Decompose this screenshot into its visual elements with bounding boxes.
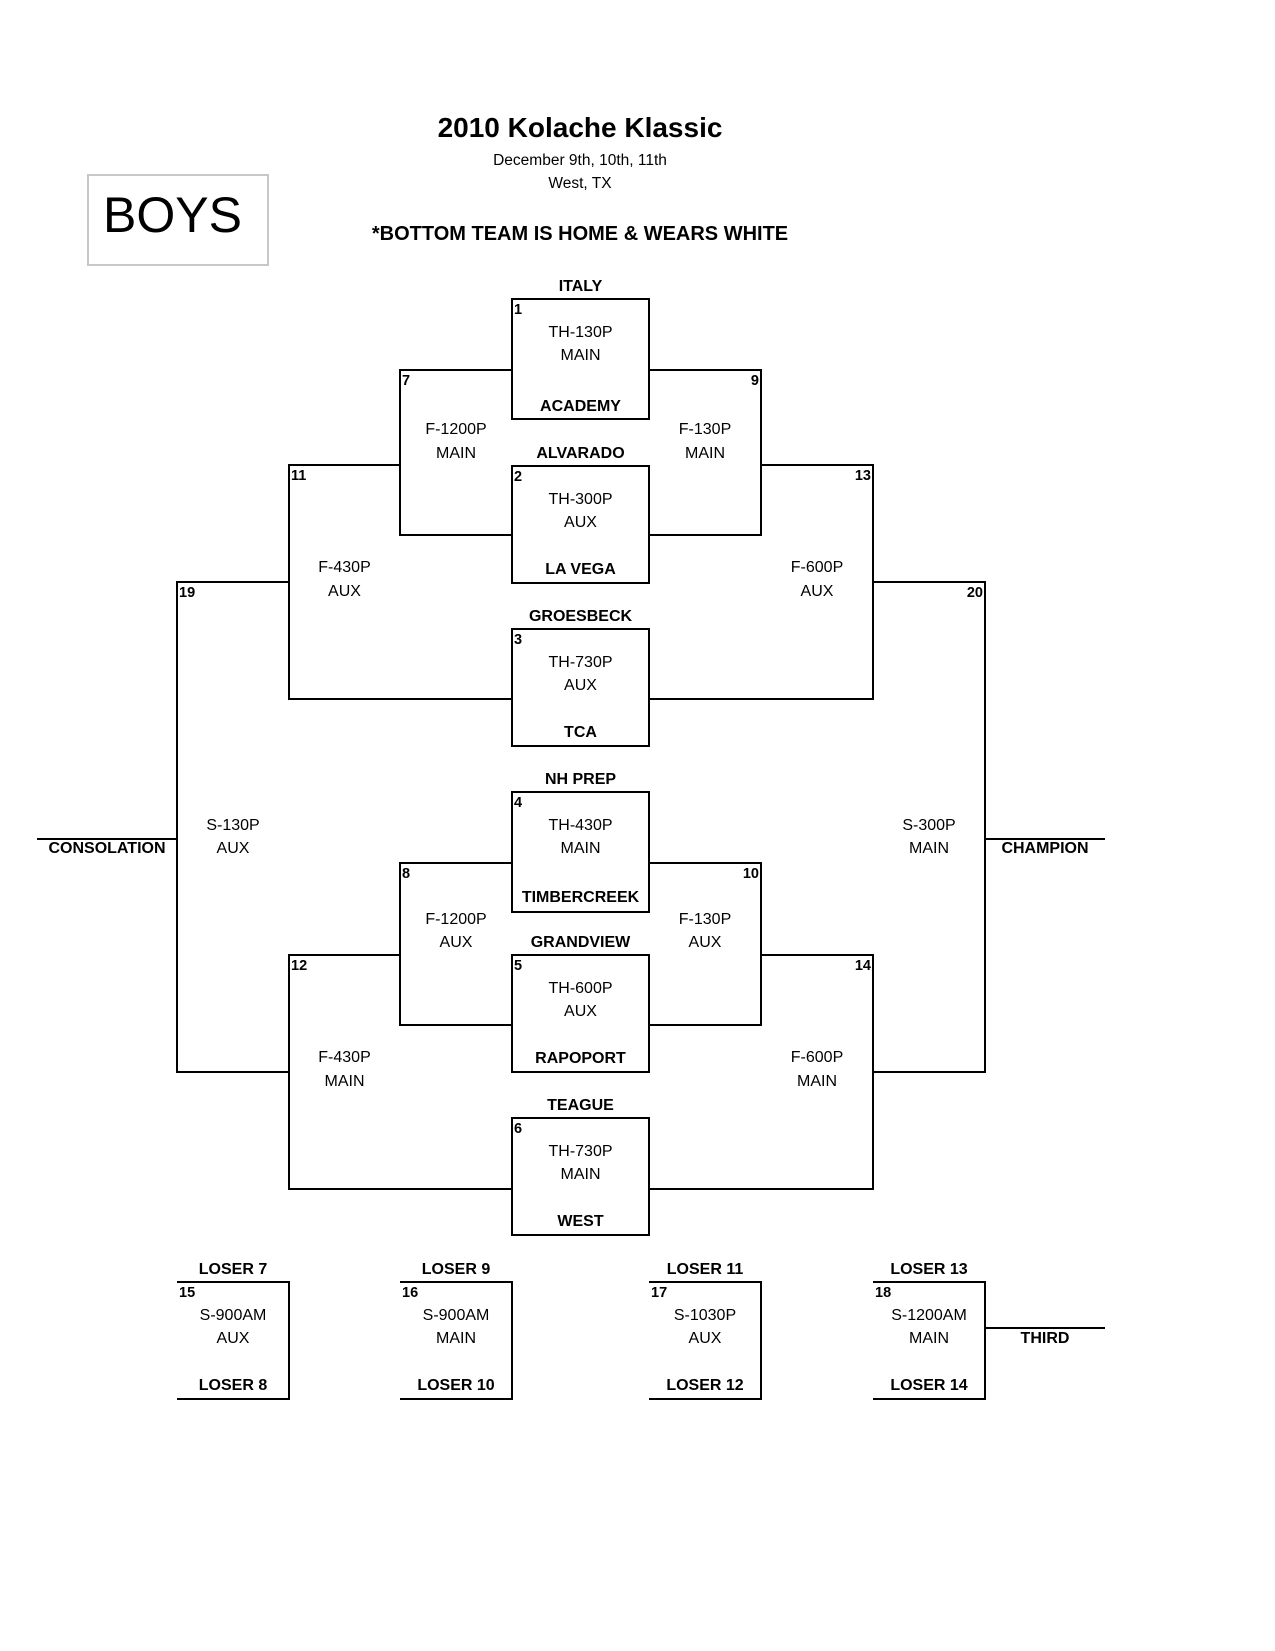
game-time: TH-600P [548,980,613,997]
champion-label: CHAMPION [1001,840,1089,857]
team-label: LOSER 12 [666,1377,744,1394]
game-court: MAIN [685,445,725,462]
game-time: S-130P [206,817,260,834]
game-number: 14 [854,958,871,974]
game-time: F-600P [790,1049,844,1066]
team-label: GROESBECK [528,608,633,625]
game-time: S-1200AM [891,1307,967,1324]
game-number: 15 [179,1285,196,1301]
game-court: AUX [688,1330,722,1347]
team-label: LOSER 10 [417,1377,495,1394]
game-court: MAIN [436,445,476,462]
game-number: 18 [875,1285,892,1301]
team-label: ALVARADO [536,445,625,462]
tournament-dates: December 9th, 10th, 11th [493,152,667,169]
game-time: S-900AM [199,1307,267,1324]
game-court: MAIN [797,1073,837,1090]
game-court: AUX [564,1003,597,1020]
game-time: F-130P [678,421,732,438]
team-label: GRANDVIEW [530,934,631,951]
team-label: WEST [557,1213,604,1230]
tournament-title: 2010 Kolache Klassic [437,112,723,143]
tournament-location: West, TX [548,175,612,192]
game-number: 6 [514,1121,523,1137]
game-court: AUX [216,840,250,857]
game-number: 12 [291,958,308,974]
team-label: LOSER 7 [198,1261,268,1278]
game-number: 11 [291,468,307,484]
team-label: ACADEMY [540,398,621,415]
team-label: LA VEGA [545,561,616,578]
team-label: LOSER 9 [421,1261,491,1278]
game-court: MAIN [560,840,601,857]
game-court: AUX [439,934,473,951]
game-time: TH-130P [548,324,613,341]
game-number: 7 [402,373,411,389]
game-number: 1 [514,302,523,318]
team-label: TIMBERCREEK [521,889,640,906]
game-court: MAIN [909,1330,949,1347]
team-label: TEAGUE [547,1097,614,1114]
game-time: TH-300P [548,491,613,508]
game-number: 16 [402,1285,419,1301]
game-time: F-430P [318,559,371,576]
game-court: AUX [688,934,722,951]
game-number: 5 [514,958,523,974]
game-time: TH-730P [548,1143,613,1160]
game-time: TH-430P [548,817,613,834]
team-label: LOSER 14 [890,1377,968,1394]
division-box: BOYS [87,174,269,266]
game-time: F-1200P [425,421,487,438]
game-court: AUX [564,514,597,531]
game-time: F-1200P [425,911,487,928]
game-court: AUX [328,583,361,600]
game-court: MAIN [909,840,949,857]
game-time: S-900AM [422,1307,490,1324]
game-number: 19 [179,585,196,601]
game-court: MAIN [560,347,601,364]
game-court: AUX [564,677,597,694]
team-label: RAPOPORT [535,1050,626,1067]
team-label: LOSER 13 [890,1261,968,1278]
team-label: LOSER 11 [666,1261,744,1278]
division-label: BOYS [103,187,242,243]
game-number: 4 [514,795,523,811]
team-label: TCA [564,724,597,741]
home-team-note: *BOTTOM TEAM IS HOME & WEARS WHITE [371,223,789,245]
team-label: LOSER 8 [198,1377,268,1394]
game-time: F-430P [318,1049,371,1066]
game-time: F-130P [678,911,732,928]
game-court: MAIN [560,1166,601,1183]
game-number: 9 [750,373,759,389]
game-time: S-300P [902,817,956,834]
game-court: MAIN [436,1330,476,1347]
game-court: AUX [800,583,834,600]
game-time: TH-730P [548,654,613,671]
game-number: 8 [402,866,411,882]
game-number: 17 [651,1285,668,1301]
team-label: NH PREP [544,771,617,788]
consolation-label: CONSOLATION [48,840,166,857]
game-number: 10 [742,866,759,882]
third-label: THIRD [1020,1330,1070,1347]
game-number: 20 [966,585,983,601]
team-label: ITALY [558,278,603,295]
game-court: MAIN [324,1073,365,1090]
game-number: 2 [514,469,523,485]
game-number: 13 [854,468,871,484]
game-time: F-600P [790,559,844,576]
game-time: S-1030P [673,1307,737,1324]
game-number: 3 [514,632,523,648]
game-court: AUX [216,1330,250,1347]
